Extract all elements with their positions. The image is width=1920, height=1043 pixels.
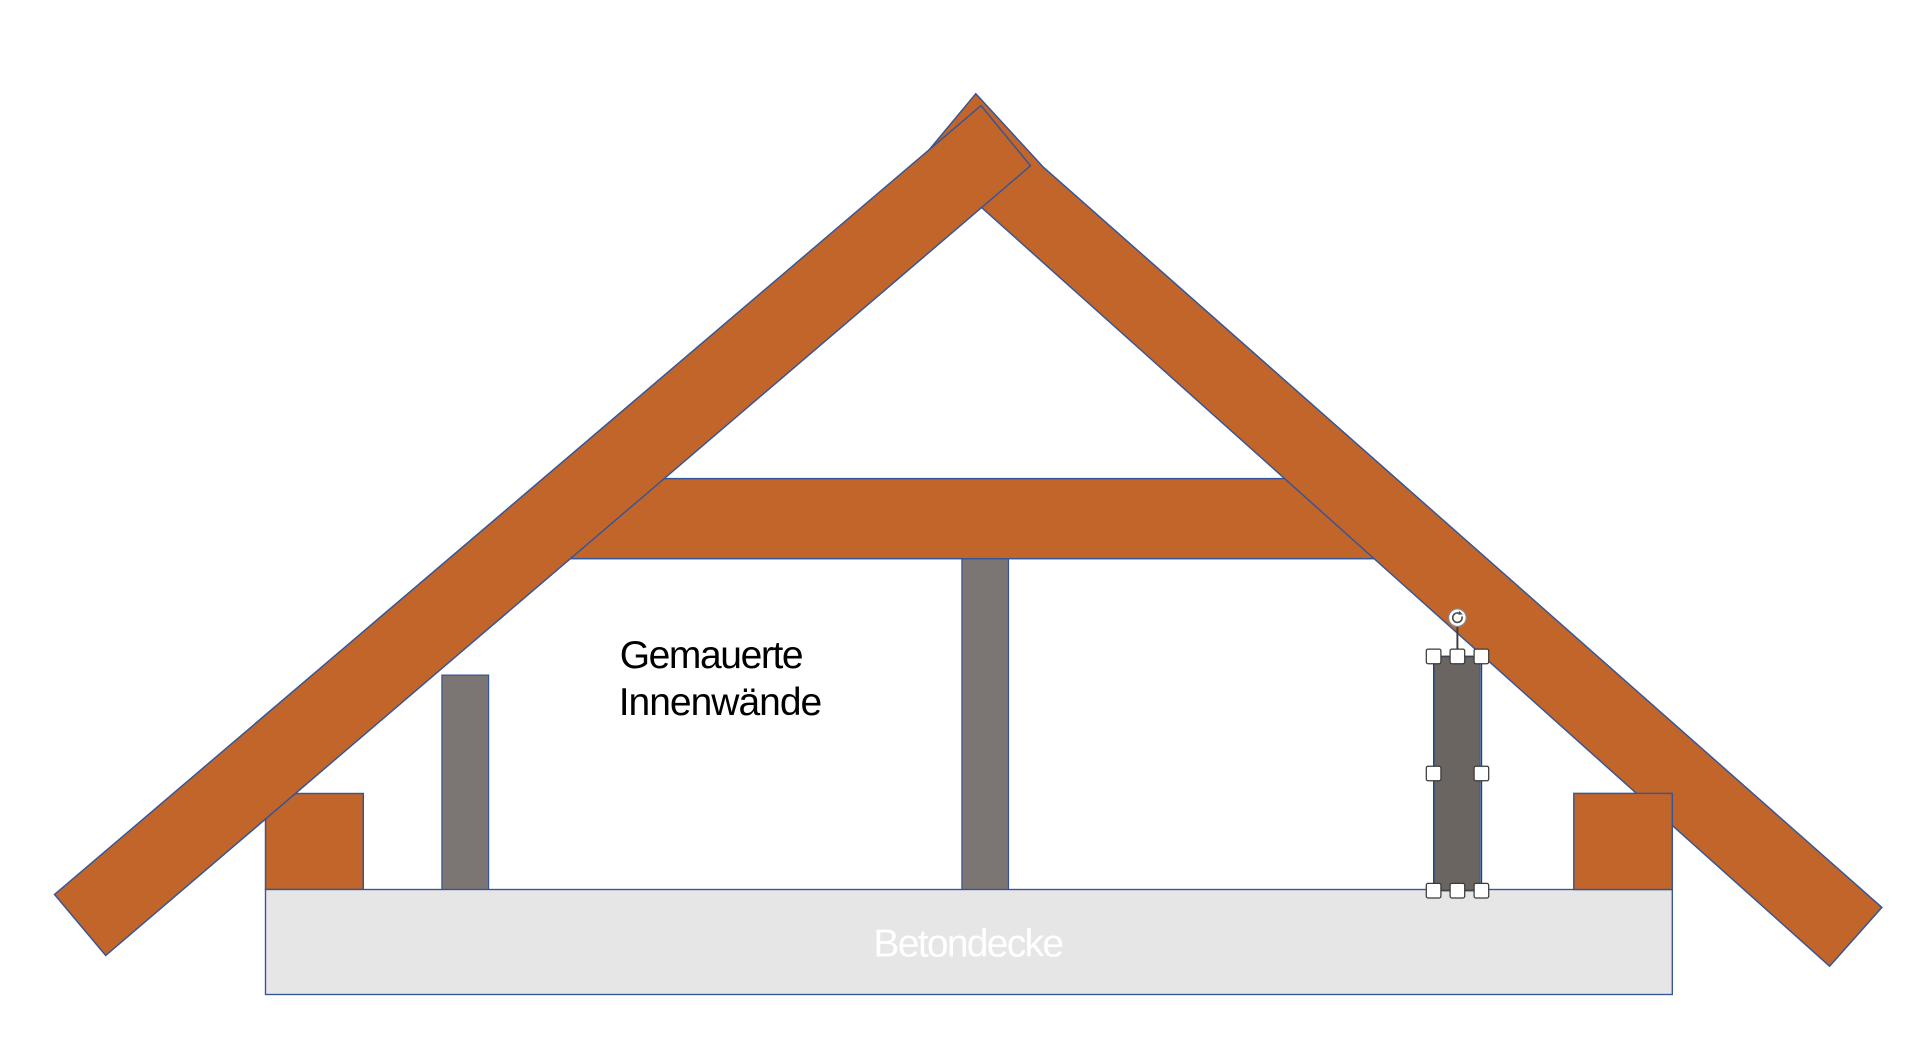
svg-text:Innenwände: Innenwände (619, 681, 822, 724)
svg-text:Gemauerte: Gemauerte (620, 634, 803, 677)
svg-text:Betondecke: Betondecke (873, 922, 1062, 965)
